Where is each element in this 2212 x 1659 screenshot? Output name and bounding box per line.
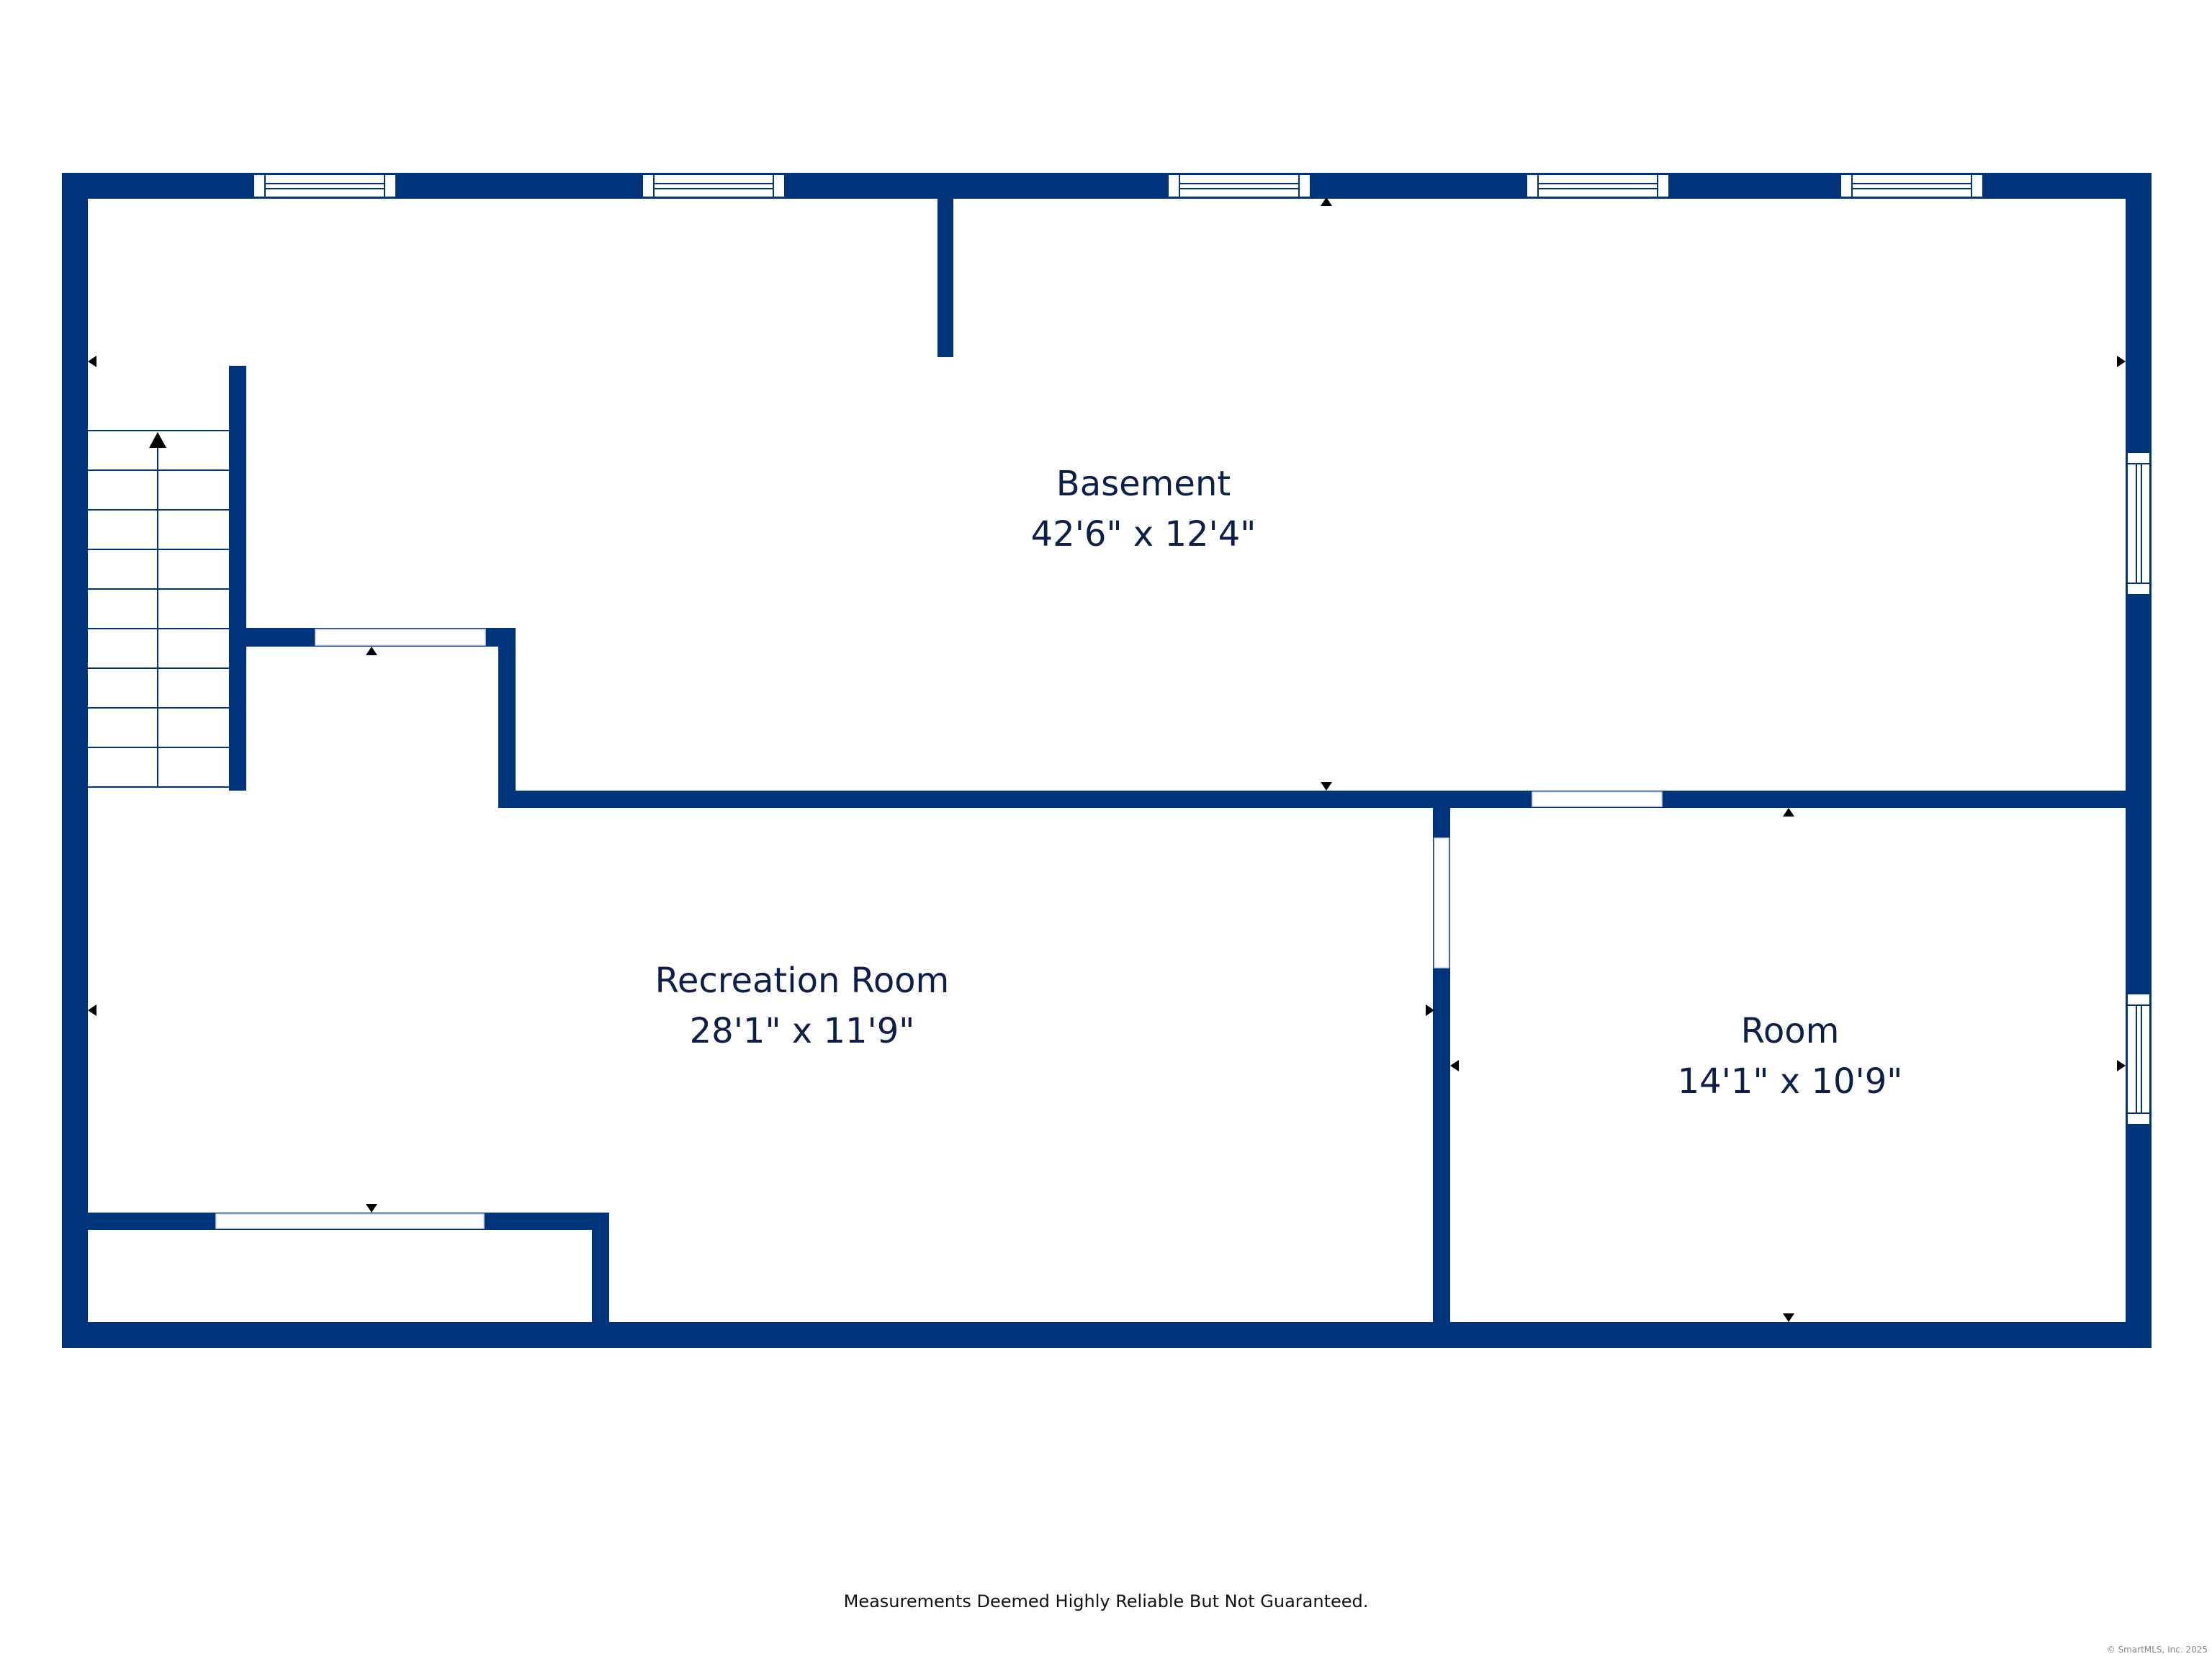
marker-arrow-icon [2117,356,2126,367]
marker-arrow-icon [1450,1060,1459,1071]
window-top-2 [642,174,786,198]
outer-walls [62,173,2152,1348]
copyright-text: © SmartMLS, Inc. 2025 [2106,1645,2208,1655]
marker-arrow-icon [366,1204,377,1213]
room-name-room: Room [1741,1011,1840,1051]
marker-arrow-icon [366,647,377,655]
window-top-5 [1840,174,1984,198]
door-basement-room [1532,791,1663,807]
room-basement: Basement 42'6" x 12'4" [1031,464,1256,554]
windows [253,174,2151,1125]
room-name-basement: Basement [1056,464,1231,504]
window-right-1 [2126,451,2151,595]
marker-arrow-icon [1321,197,1332,206]
window-right-2 [2126,993,2151,1125]
marker-arrow-icon [88,356,96,367]
door-recreation-room [1434,837,1449,968]
marker-arrow-icon [1783,808,1794,817]
room-dimensions-room: 14'1" x 10'9" [1678,1061,1903,1102]
window-top-3 [1167,174,1311,198]
room-name-recreation: Recreation Room [655,961,950,1001]
room-dimensions-recreation: 28'1" x 11'9" [690,1011,915,1051]
marker-arrow-icon [2117,1060,2126,1071]
room-recreation: Recreation Room 28'1" x 11'9" [655,961,950,1051]
marker-arrow-icon [1783,1313,1794,1322]
room-room: Room 14'1" x 10'9" [1678,1011,1903,1102]
interior-walls [75,186,2139,1335]
staircase [88,430,229,788]
window-top-1 [253,174,397,198]
marker-arrow-icon [1321,782,1332,791]
window-top-4 [1526,174,1670,198]
marker-arrow-icon [1426,1004,1434,1016]
stair-up-arrow-icon [149,432,166,448]
disclaimer-text: Measurements Deemed Highly Reliable But … [843,1591,1369,1611]
room-dimensions-basement: 42'6" x 12'4" [1031,514,1256,554]
marker-arrow-icon [88,1004,96,1016]
dimension-markers [88,197,2126,1322]
door-storage [215,1213,485,1229]
door-stair-landing [315,629,486,646]
door-openings [215,629,1663,1229]
